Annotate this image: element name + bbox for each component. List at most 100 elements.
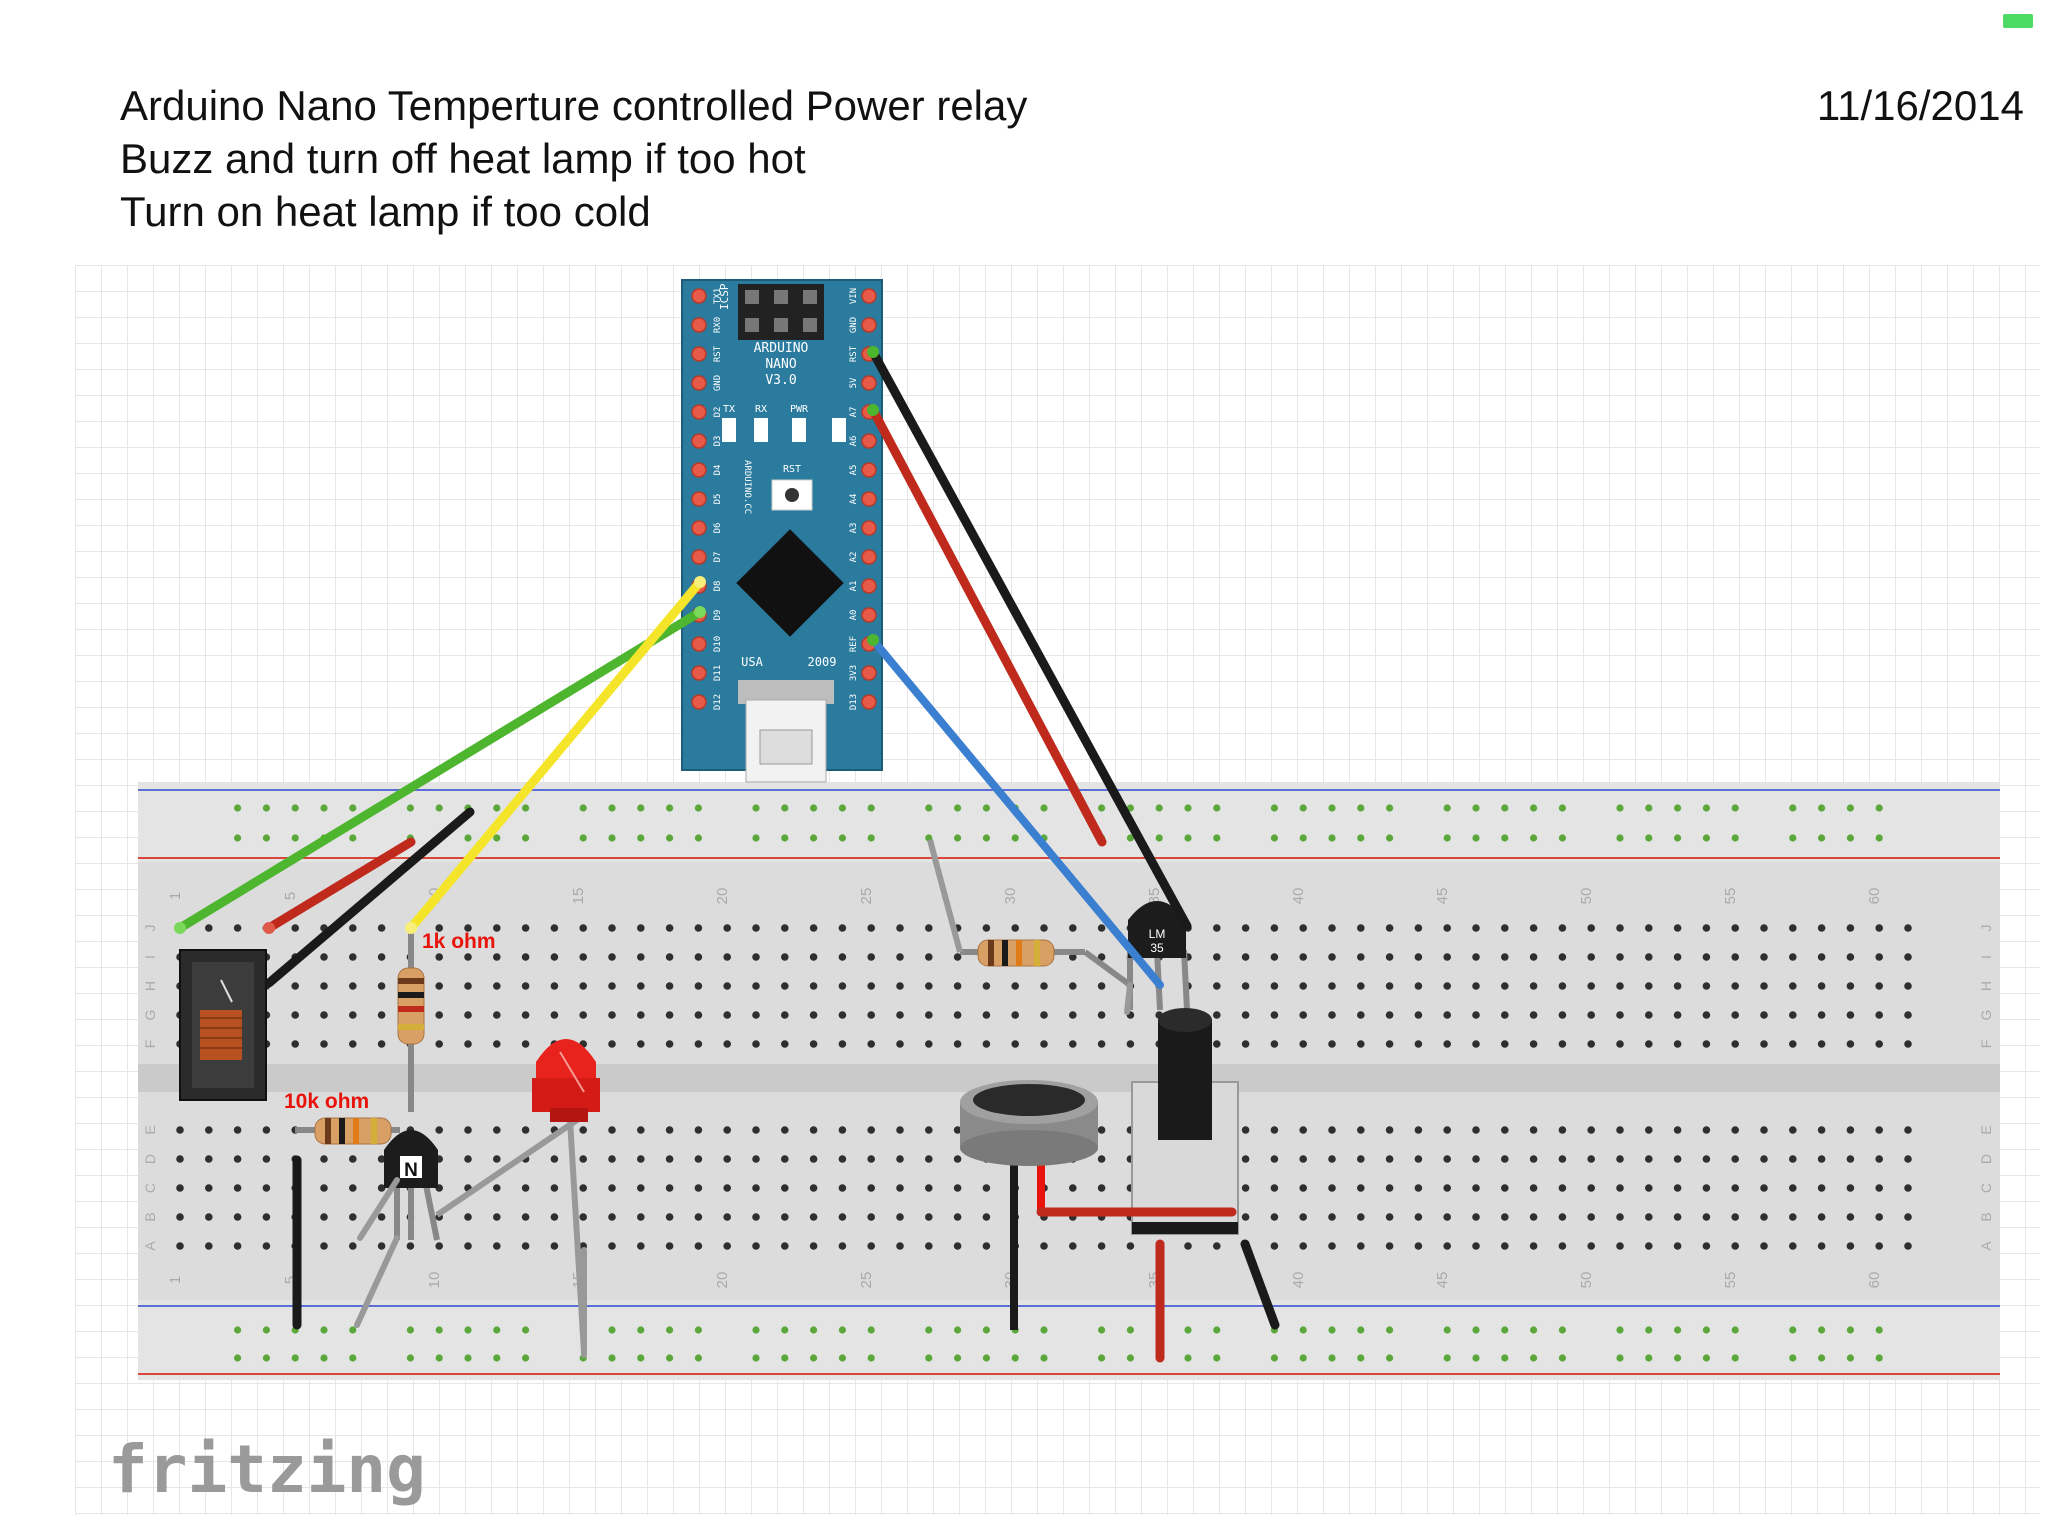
rail-hole[interactable] bbox=[1645, 1326, 1653, 1334]
breadboard-hole[interactable] bbox=[1270, 1040, 1279, 1048]
rail-hole[interactable] bbox=[1328, 1326, 1336, 1334]
rail-hole[interactable] bbox=[752, 1354, 760, 1362]
breadboard-hole[interactable] bbox=[1357, 1126, 1365, 1134]
rail-hole[interactable] bbox=[608, 1326, 616, 1334]
breadboard-hole[interactable] bbox=[1501, 1242, 1509, 1250]
breadboard-hole[interactable] bbox=[1069, 1242, 1077, 1250]
breadboard-hole[interactable] bbox=[665, 1155, 674, 1163]
breadboard-hole[interactable] bbox=[262, 1184, 271, 1192]
breadboard-hole[interactable] bbox=[1357, 1242, 1365, 1250]
breadboard-hole[interactable] bbox=[349, 1040, 357, 1048]
rail-hole[interactable] bbox=[982, 1326, 991, 1334]
breadboard-hole[interactable] bbox=[1097, 924, 1106, 932]
breadboard-hole[interactable] bbox=[1645, 982, 1653, 990]
rail-hole[interactable] bbox=[1386, 804, 1394, 812]
breadboard-hole[interactable] bbox=[1673, 953, 1682, 961]
breadboard-hole[interactable] bbox=[608, 1126, 616, 1134]
breadboard-hole[interactable] bbox=[1558, 1155, 1567, 1163]
breadboard-hole[interactable] bbox=[1529, 1040, 1538, 1048]
breadboard-hole[interactable] bbox=[867, 1040, 875, 1048]
breadboard-hole[interactable] bbox=[809, 953, 818, 961]
breadboard-hole[interactable] bbox=[665, 1242, 674, 1250]
rail-hole[interactable] bbox=[1040, 1326, 1048, 1334]
rail-hole[interactable] bbox=[752, 834, 760, 842]
breadboard-hole[interactable] bbox=[1645, 1242, 1653, 1250]
breadboard-hole[interactable] bbox=[1097, 1126, 1106, 1134]
breadboard-hole[interactable] bbox=[1645, 1126, 1653, 1134]
breadboard-hole[interactable] bbox=[1529, 1184, 1538, 1192]
rail-hole[interactable] bbox=[925, 1326, 933, 1334]
breadboard-hole[interactable] bbox=[1875, 1011, 1883, 1019]
breadboard-hole[interactable] bbox=[953, 1126, 962, 1134]
breadboard-hole[interactable] bbox=[1587, 924, 1595, 932]
rail-hole[interactable] bbox=[954, 804, 962, 812]
breadboard-hole[interactable] bbox=[809, 1011, 818, 1019]
breadboard-hole[interactable] bbox=[1270, 1213, 1279, 1221]
breadboard-hole[interactable] bbox=[320, 1011, 328, 1019]
breadboard-hole[interactable] bbox=[521, 1213, 530, 1221]
breadboard-hole[interactable] bbox=[579, 1126, 587, 1134]
breadboard-hole[interactable] bbox=[579, 924, 587, 932]
breadboard-hole[interactable] bbox=[1904, 1242, 1912, 1250]
breadboard-hole[interactable] bbox=[1645, 1184, 1653, 1192]
pin-d4[interactable] bbox=[691, 462, 707, 478]
breadboard-hole[interactable] bbox=[752, 982, 760, 990]
breadboard-hole[interactable] bbox=[896, 1213, 904, 1221]
rail-hole[interactable] bbox=[867, 804, 875, 812]
breadboard-hole[interactable] bbox=[1846, 953, 1855, 961]
rail-hole[interactable] bbox=[666, 1354, 674, 1362]
breadboard-hole[interactable] bbox=[1213, 924, 1221, 932]
breadboard-hole[interactable] bbox=[262, 1213, 271, 1221]
breadboard-hole[interactable] bbox=[723, 1184, 731, 1192]
breadboard-hole[interactable] bbox=[1616, 1242, 1624, 1250]
breadboard-hole[interactable] bbox=[608, 1155, 616, 1163]
rail-hole[interactable] bbox=[637, 1326, 645, 1334]
rail-hole[interactable] bbox=[464, 834, 472, 842]
rail-hole[interactable] bbox=[1126, 1326, 1134, 1334]
breadboard-hole[interactable] bbox=[1241, 1213, 1250, 1221]
rail-hole[interactable] bbox=[1558, 1326, 1566, 1334]
rail-hole[interactable] bbox=[1040, 1354, 1048, 1362]
rail-hole[interactable] bbox=[1328, 1354, 1336, 1362]
rail-hole[interactable] bbox=[838, 1326, 847, 1334]
rail-hole[interactable] bbox=[982, 804, 991, 812]
breadboard-hole[interactable] bbox=[320, 982, 328, 990]
breadboard-hole[interactable] bbox=[291, 1011, 300, 1019]
breadboard-hole[interactable] bbox=[1645, 953, 1653, 961]
breadboard-hole[interactable] bbox=[435, 1040, 444, 1048]
breadboard-hole[interactable] bbox=[781, 1242, 789, 1250]
breadboard-hole[interactable] bbox=[1846, 1011, 1855, 1019]
rail-hole[interactable] bbox=[493, 834, 501, 842]
rail-hole[interactable] bbox=[1472, 1326, 1480, 1334]
breadboard-hole[interactable] bbox=[809, 1242, 818, 1250]
rail-hole[interactable] bbox=[1530, 804, 1538, 812]
breadboard-hole[interactable] bbox=[320, 1155, 328, 1163]
breadboard-hole[interactable] bbox=[1846, 1213, 1855, 1221]
breadboard-hole[interactable] bbox=[233, 1155, 242, 1163]
breadboard-hole[interactable] bbox=[953, 1242, 962, 1250]
breadboard-hole[interactable] bbox=[1414, 1242, 1423, 1250]
breadboard-hole[interactable] bbox=[637, 953, 645, 961]
breadboard-hole[interactable] bbox=[493, 1011, 501, 1019]
breadboard-hole[interactable] bbox=[781, 1213, 789, 1221]
pin-a1[interactable] bbox=[861, 578, 877, 594]
rail-hole[interactable] bbox=[1501, 834, 1509, 842]
breadboard-hole[interactable] bbox=[896, 1184, 904, 1192]
breadboard-hole[interactable] bbox=[493, 1155, 501, 1163]
breadboard-hole[interactable] bbox=[579, 982, 587, 990]
rail-hole[interactable] bbox=[867, 834, 875, 842]
breadboard-hole[interactable] bbox=[205, 924, 213, 932]
rail-hole[interactable] bbox=[1731, 1326, 1739, 1334]
breadboard-hole[interactable] bbox=[1760, 1011, 1768, 1019]
breadboard-hole[interactable] bbox=[1817, 1040, 1826, 1048]
breadboard-hole[interactable] bbox=[953, 1184, 962, 1192]
breadboard-hole[interactable] bbox=[349, 1011, 357, 1019]
breadboard-hole[interactable] bbox=[1731, 1213, 1739, 1221]
breadboard-hole[interactable] bbox=[925, 1040, 933, 1048]
breadboard-hole[interactable] bbox=[925, 1155, 933, 1163]
rail-hole[interactable] bbox=[1472, 834, 1480, 842]
rail-hole[interactable] bbox=[234, 1354, 242, 1362]
breadboard-hole[interactable] bbox=[1673, 1184, 1682, 1192]
breadboard-hole[interactable] bbox=[608, 1040, 616, 1048]
breadboard-hole[interactable] bbox=[1328, 1011, 1336, 1019]
